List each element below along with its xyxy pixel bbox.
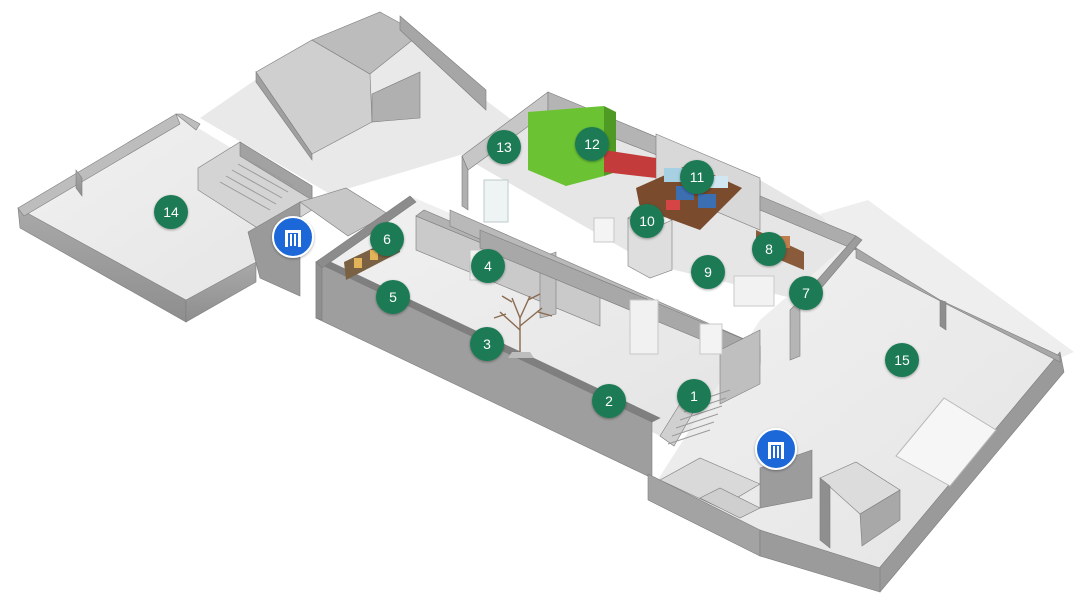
room-marker-4[interactable]: 4 (471, 249, 505, 283)
room-details (219, 106, 997, 487)
room-marker-label: 11 (690, 169, 705, 185)
room-marker-label: 15 (894, 352, 910, 368)
room-marker-label: 2 (605, 393, 613, 409)
room-marker-label: 13 (496, 139, 512, 155)
room-marker-2[interactable]: 2 (592, 384, 626, 418)
room-marker-14[interactable]: 14 (154, 195, 188, 229)
terrace-floor (820, 200, 1074, 358)
room-15-floor (650, 240, 1064, 574)
room-marker-label: 12 (584, 136, 600, 152)
room-marker-label: 4 (484, 258, 492, 274)
room-markers: 1 2 3 4 5 6 7 8 9 10 11 (154, 127, 919, 418)
room-marker-8[interactable]: 8 (752, 232, 786, 266)
room-marker-3[interactable]: 3 (470, 327, 504, 361)
room-marker-label: 9 (704, 264, 712, 280)
room-marker-label: 3 (483, 336, 491, 352)
room-marker-label: 1 (690, 388, 698, 404)
room-marker-label: 14 (163, 204, 179, 220)
room-marker-13[interactable]: 13 (487, 130, 521, 164)
room-marker-6[interactable]: 6 (370, 222, 404, 256)
main-hall-floor (318, 196, 760, 436)
room-marker-10[interactable]: 10 (630, 204, 664, 238)
security-gate-icon (768, 434, 784, 459)
red-display-wall (604, 150, 656, 178)
security-gate-icon (285, 222, 301, 247)
room-marker-label: 10 (639, 213, 655, 229)
room-marker-9[interactable]: 9 (691, 255, 725, 289)
security-gate-right[interactable] (755, 428, 797, 470)
room-marker-7[interactable]: 7 (789, 276, 823, 310)
room-marker-label: 6 (383, 231, 391, 247)
staircase-left (219, 157, 295, 211)
room-marker-5[interactable]: 5 (376, 280, 410, 314)
glass-enclosure (895, 397, 997, 487)
exit-markers (272, 216, 797, 470)
tree-exhibit (493, 293, 553, 354)
room-marker-1[interactable]: 1 (677, 379, 711, 413)
room-marker-label: 7 (802, 285, 810, 301)
room-marker-12[interactable]: 12 (575, 127, 609, 161)
room-marker-label: 5 (389, 289, 397, 305)
security-gate-left[interactable] (272, 216, 314, 258)
room-marker-15[interactable]: 15 (885, 343, 919, 377)
room-marker-label: 8 (765, 241, 773, 257)
green-display-wall (528, 106, 604, 186)
room-marker-11[interactable]: 11 (680, 160, 714, 194)
